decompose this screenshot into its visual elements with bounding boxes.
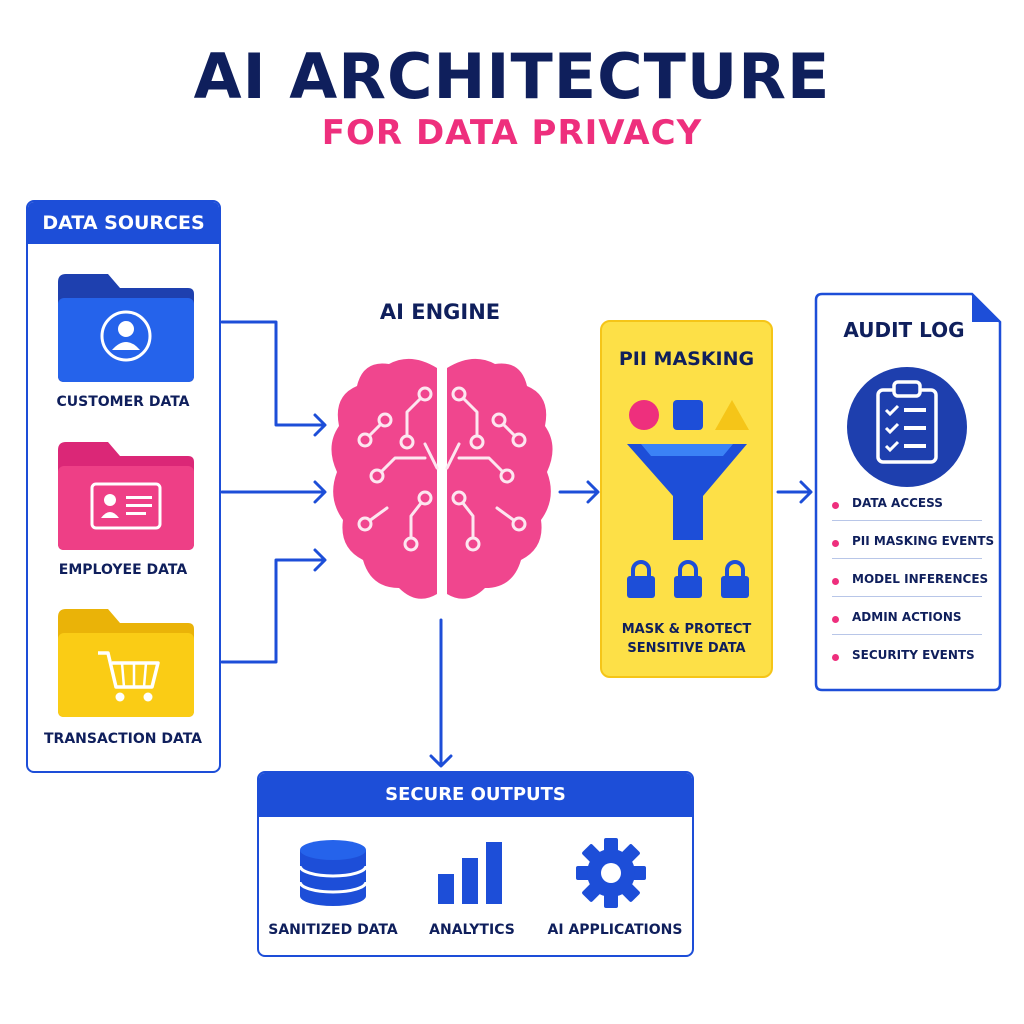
lock-icon [721,560,749,598]
arrow-head [586,480,600,504]
audit-item: ADMIN ACTIONS [832,610,982,635]
ai-engine-label: AI ENGINE [379,300,501,324]
audit-item: PII MASKING EVENTS [832,534,994,559]
cart-folder-icon [58,609,194,717]
source-label-transaction: TRANSACTION DATA [44,731,202,747]
user-folder-icon [58,274,194,382]
output-label-sanitized: SANITIZED DATA [268,922,398,938]
arrow-head [429,754,453,768]
pii-caption-line1: MASK & PROTECT [621,622,752,637]
audit-item: MODEL INFERENCES [832,572,988,597]
data-sources-header: DATA SOURCES [28,202,219,244]
arrow-customer-to-engine [220,320,324,427]
output-label-ai-applications: AI APPLICATIONS [547,922,683,938]
database-icon [298,840,368,906]
bullet-dot [832,654,839,661]
lock-icons [627,560,749,598]
pii-caption-line2: SENSITIVE DATA [627,641,746,656]
page-subtitle: FOR DATA PRIVACY [321,113,703,153]
pii-caption: MASK & PROTECT SENSITIVE DATA [602,620,771,658]
pii-masking-header: PII MASKING [618,348,755,370]
lock-icon [627,560,655,598]
output-label-analytics: ANALYTICS [429,922,515,938]
arrow-head [313,548,327,572]
audit-item: SECURITY EVENTS [832,648,982,672]
circle-shape-icon [629,400,659,430]
funnel-icon [627,444,747,540]
audit-item: DATA ACCESS [832,496,982,521]
gear-icon [576,838,646,908]
audit-log-header: AUDIT LOG [843,318,965,342]
bullet-dot [832,502,839,509]
bullet-dot [832,616,839,623]
square-shape-icon [673,400,703,430]
audit-log-list: DATA ACCESS PII MASKING EVENTS MODEL INF… [812,496,1002,676]
triangle-shape-icon [715,400,749,430]
id-card-folder-icon [58,442,194,550]
arrow-head [313,413,327,437]
arrow-transaction-to-engine [220,558,324,664]
arrow-head [799,480,813,504]
secure-outputs-header: SECURE OUTPUTS [259,773,692,817]
source-label-employee: EMPLOYEE DATA [58,562,188,578]
brain-circuit-icon [331,358,553,599]
clipboard-checklist-icon [847,367,967,487]
bar-chart-icon [438,842,502,904]
pii-masking-panel: PII MASKING MASK & PROTECT SENSITIVE DAT… [600,320,773,678]
page-title: AI ARCHITECTURE [193,40,831,113]
source-label-customer: CUSTOMER DATA [56,394,190,410]
data-sources-panel: DATA SOURCES CUSTOMER DATA EMPLOYEE DATA… [26,200,221,773]
bullet-dot [832,578,839,585]
shape-icons [629,400,749,430]
lock-icon [674,560,702,598]
bullet-dot [832,540,839,547]
arrow-head [313,480,327,504]
